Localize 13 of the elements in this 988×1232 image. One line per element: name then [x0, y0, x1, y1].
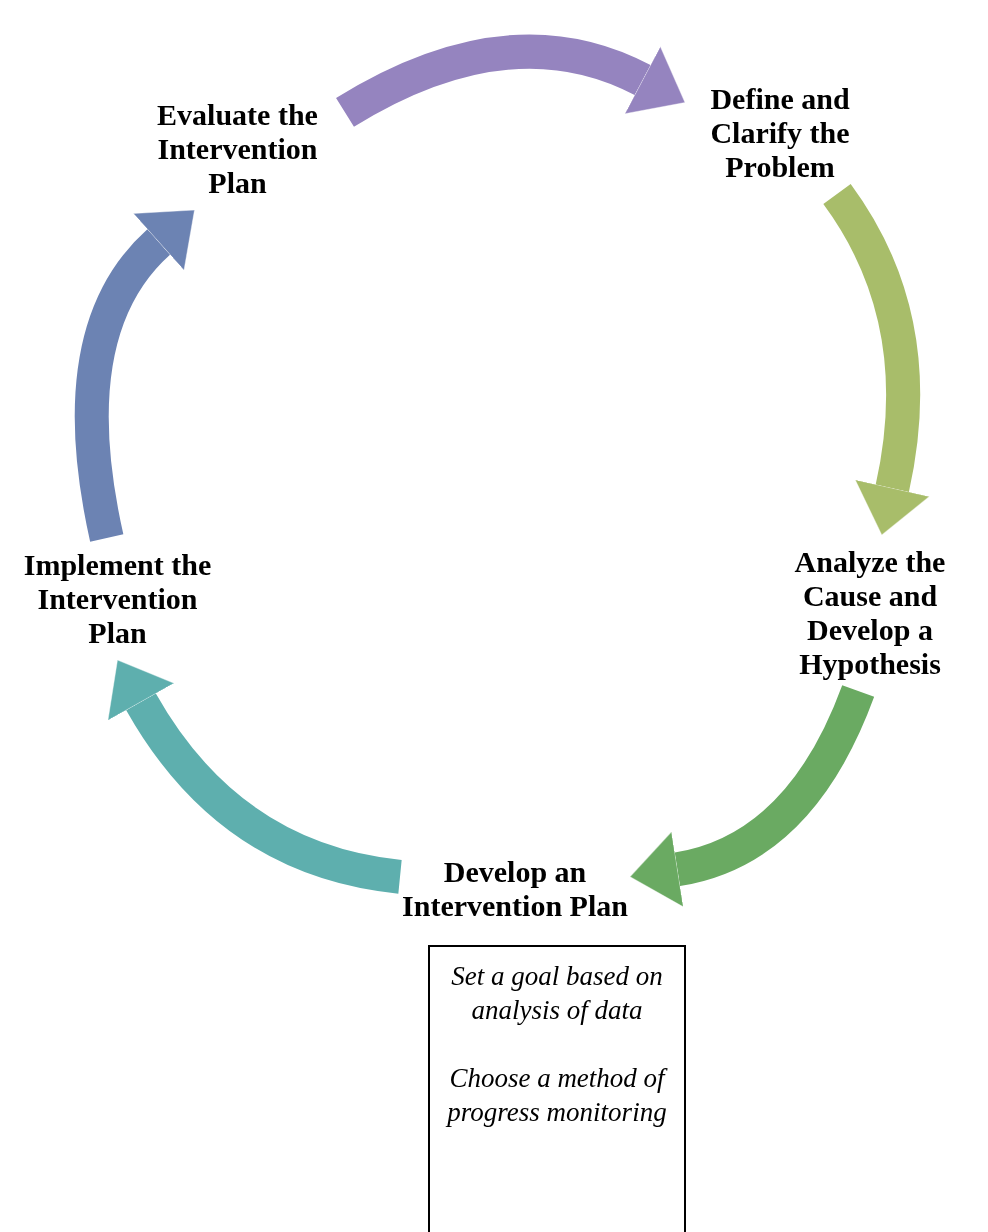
note-box [428, 945, 686, 1232]
step-label: Analyze the Cause and Develop a Hypothesis [752, 535, 988, 691]
step-label: Develop an Intervention Plan [400, 828, 630, 950]
step-label: Evaluate the Intervention Plan [130, 88, 345, 210]
curved-arrow [108, 660, 403, 894]
step-label: Implement the Intervention Plan [10, 538, 225, 660]
note-text: Choose a method of progress monitoring [444, 1062, 669, 1129]
curved-arrow [822, 184, 931, 536]
curved-arrow [629, 684, 874, 907]
curved-arrow [336, 34, 687, 128]
note-text: Set a goal based on analysis of data [450, 960, 664, 1027]
step-label: Define and Clarify the Problem [685, 72, 875, 194]
curved-arrow [74, 207, 194, 542]
